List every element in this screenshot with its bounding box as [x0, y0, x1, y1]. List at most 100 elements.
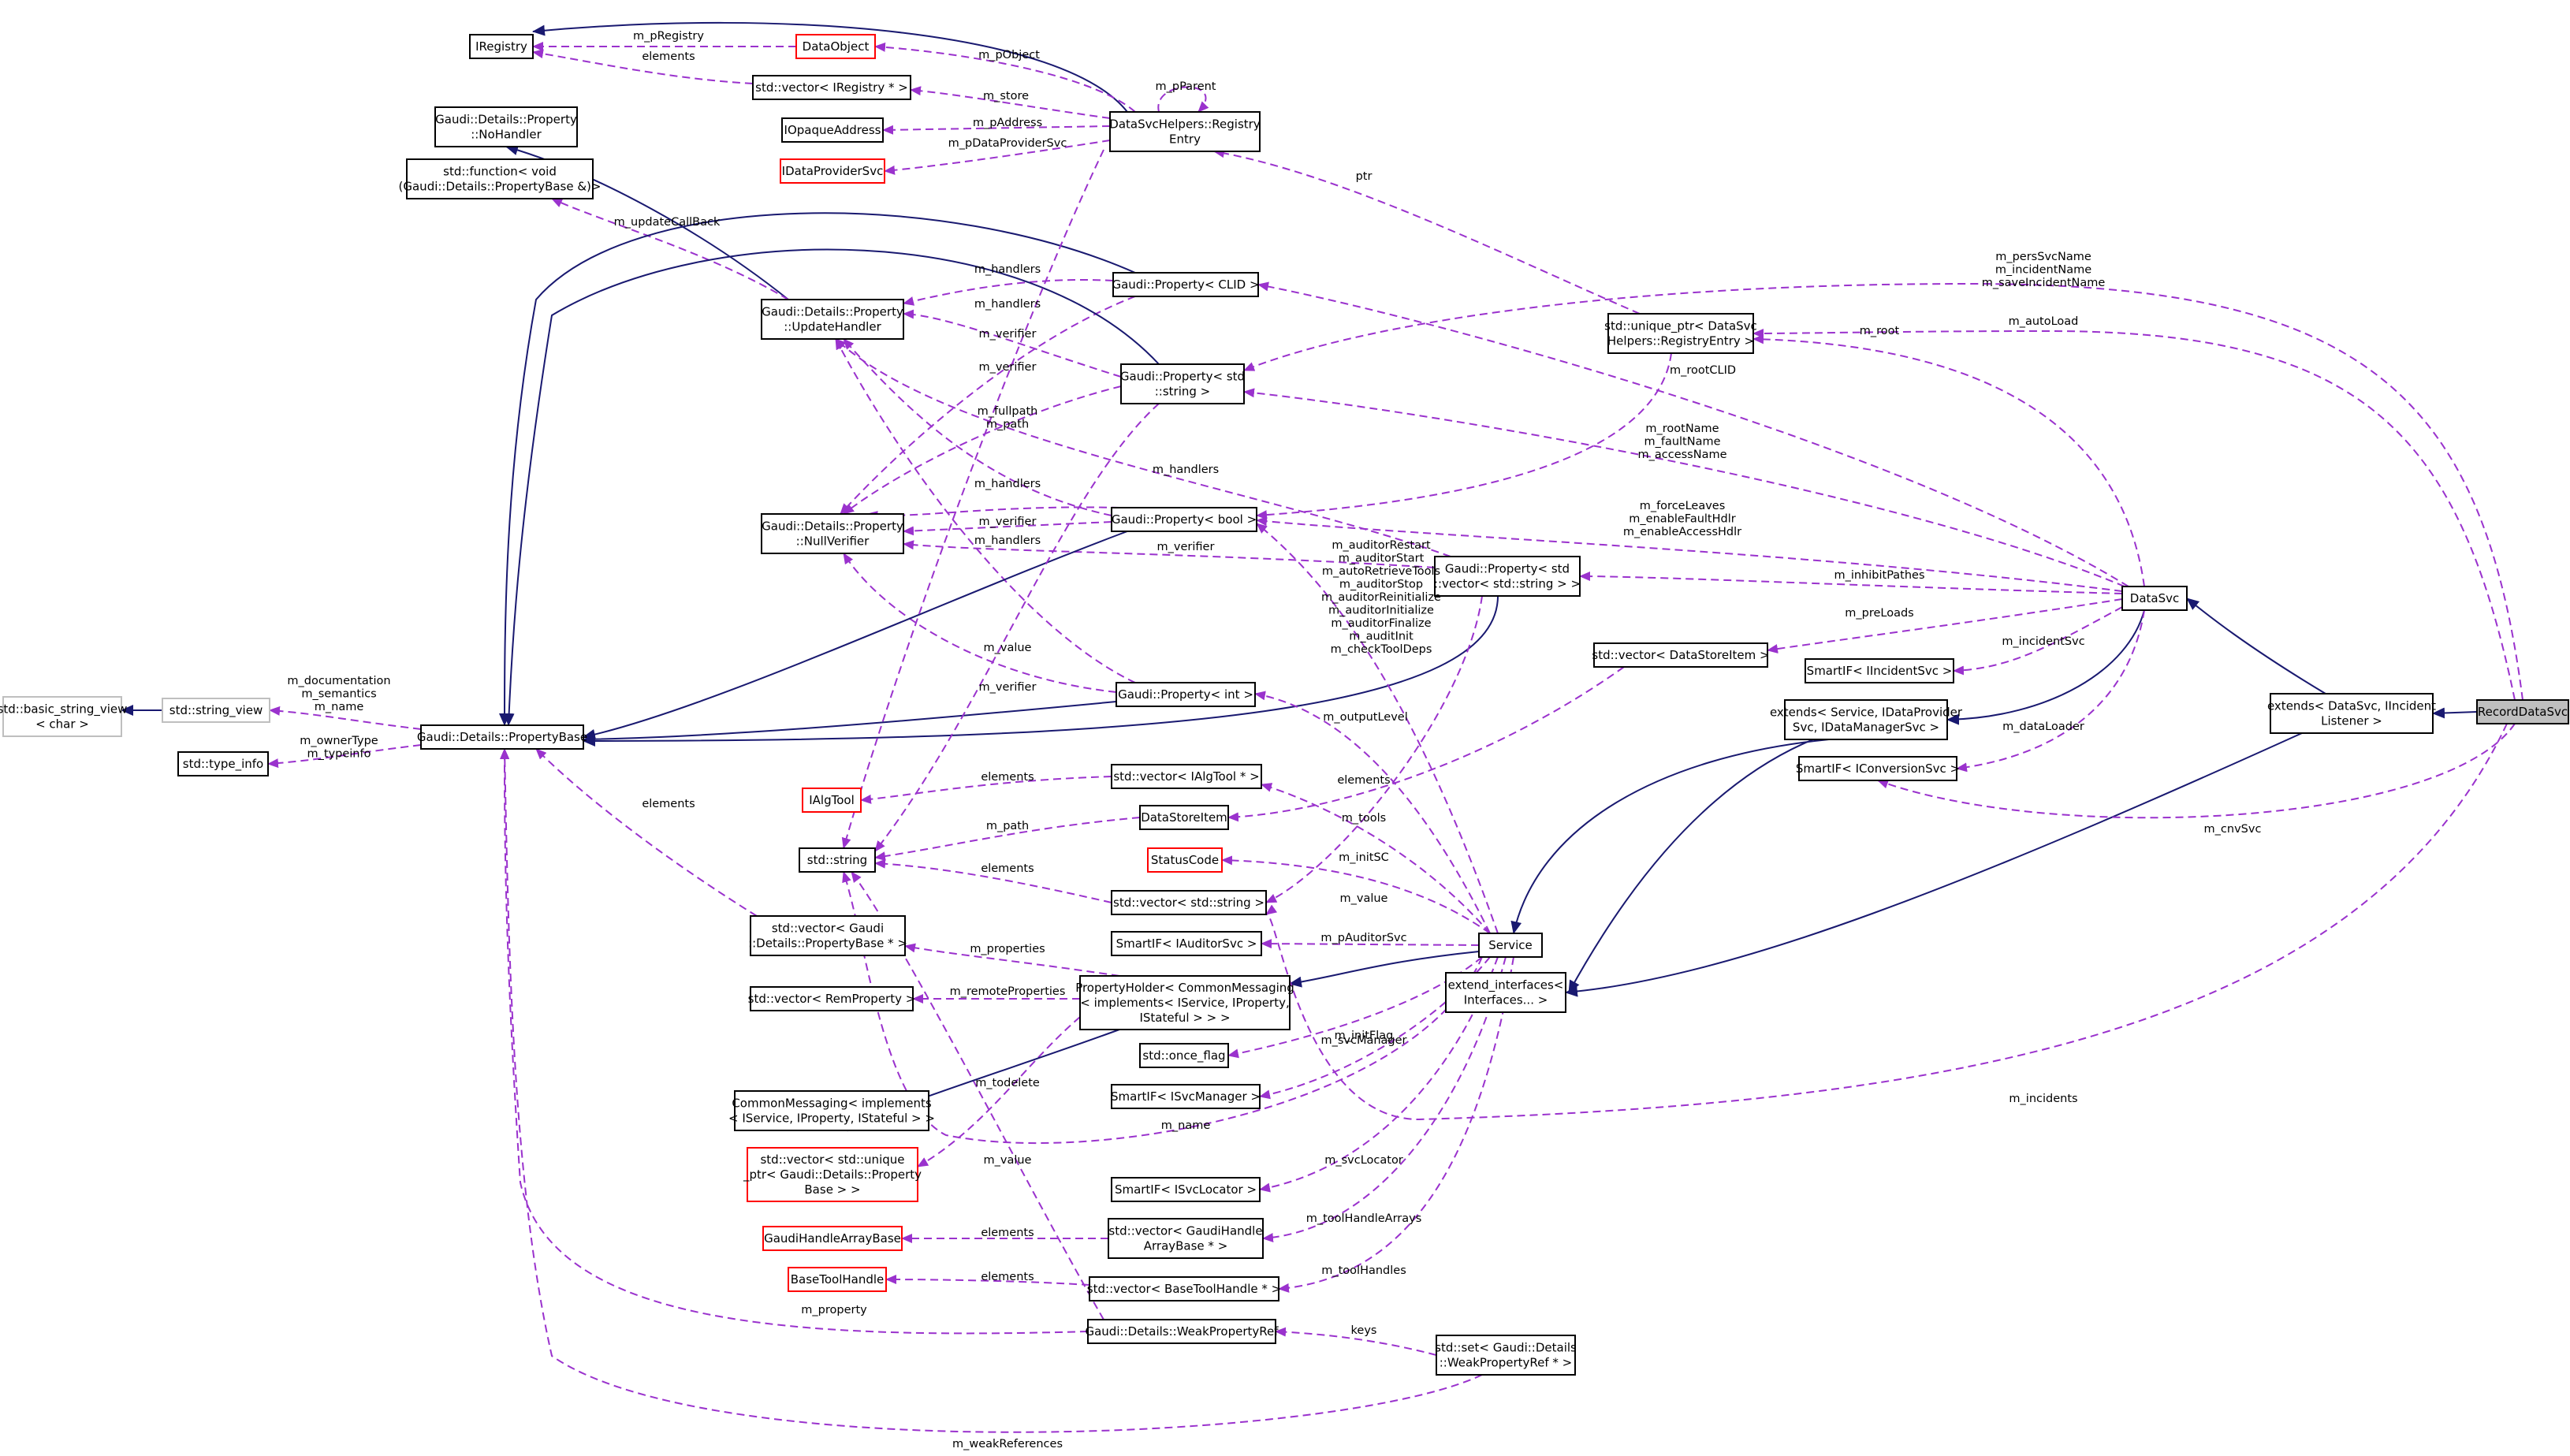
edge-label-paddress: m_pAddress [973, 117, 1042, 129]
class-node-function[interactable]: std::function< void(Gaudi::Details::Prop… [399, 158, 602, 199]
class-node-service[interactable]: Service [1478, 933, 1543, 958]
class-node-vec-gaudihandle[interactable]: std::vector< GaudiHandleArrayBase * > [1108, 1218, 1264, 1259]
class-node-prop-int[interactable]: Gaudi::Property< int > [1116, 682, 1256, 707]
node-box [1593, 642, 1768, 668]
inheritance-edge-bool_propertybase [583, 531, 1128, 740]
usage-edge-initsc [1221, 855, 1491, 934]
class-node-vec-string[interactable]: std::vector< std::string > [1111, 890, 1267, 915]
edge-label-remoteproperties: m_remoteProperties [950, 985, 1066, 998]
edge-label-initflag: m_initFlag [1335, 1030, 1394, 1042]
class-node-nullverifier[interactable]: Gaudi::Details::Property::NullVerifier [761, 513, 904, 554]
edge-path [1767, 598, 2123, 654]
class-node-smart-conversion[interactable]: SmartIF< IConversionSvc > [1796, 756, 1960, 781]
class-node-extend-interfaces[interactable]: extend_interfaces<Interfaces... > [1445, 972, 1566, 1013]
edge-path [843, 553, 1117, 693]
class-node-basic-string-view[interactable]: std::basic_string_view< char > [0, 696, 127, 737]
node-label: DataObject [803, 39, 870, 54]
edge-label-root: m_root [1860, 325, 1900, 337]
edge-path [884, 140, 1111, 175]
class-node-vec-basetoolhandle[interactable]: std::vector< BaseToolHandle * > [1087, 1276, 1281, 1301]
edge-path [1227, 666, 1625, 822]
node-box [1784, 699, 1948, 740]
usage-edge-pparent [1157, 86, 1209, 113]
node-label: std::string_view [169, 703, 263, 718]
class-node-dataobject[interactable]: DataObject [795, 34, 876, 59]
usage-edge-initflag [1227, 956, 1483, 1059]
class-node-string-view[interactable]: std::string_view [162, 698, 270, 723]
edge-path [842, 871, 1483, 1145]
class-node-weakpropertyref[interactable]: Gaudi::Details::WeakPropertyRef [1085, 1319, 1279, 1344]
node-label: std::vector< DataStoreItem > [1592, 648, 1769, 662]
class-node-propertybase[interactable]: Gaudi::Details::PropertyBase [417, 724, 587, 750]
class-node-prop-string[interactable]: Gaudi::Property< std::string > [1120, 363, 1245, 404]
edge-path [1275, 1327, 1437, 1356]
class-node-smart-svclocator[interactable]: SmartIF< ISvcLocator > [1111, 1177, 1261, 1202]
class-node-extends-service[interactable]: extends< Service, IDataProviderSvc, IDat… [1770, 699, 1963, 740]
node-label: IOpaqueAddress [784, 123, 881, 137]
node-box [788, 1267, 887, 1292]
class-node-set-weakref[interactable]: std::set< Gaudi::Details::WeakPropertyRe… [1435, 1335, 1577, 1376]
class-node-propertyholder[interactable]: PropertyHolder< CommonMessaging< impleme… [1075, 975, 1294, 1030]
class-node-prop-clid[interactable]: Gaudi::Property< CLID > [1112, 272, 1260, 297]
usage-edge-elements_propbase [535, 748, 758, 917]
class-node-basetoolhandle[interactable]: BaseToolHandle [788, 1267, 887, 1292]
usage-edge-svcmanager [1259, 956, 1491, 1100]
class-node-idataprovider[interactable]: IDataProviderSvc [780, 158, 885, 184]
class-node-smart-incident[interactable]: SmartIF< IIncidentSvc > [1805, 658, 1954, 683]
usage-edge-elements_ialgtool [860, 776, 1112, 804]
class-node-datasvc[interactable]: DataSvc [2121, 586, 2188, 611]
class-node-iregistry[interactable]: IRegistry [469, 34, 534, 59]
class-node-gaudihandlearraybase[interactable]: GaudiHandleArrayBase [762, 1226, 903, 1251]
inheritance-edge-int_propertybase [583, 701, 1117, 745]
class-node-smart-auditor[interactable]: SmartIF< IAuditorSvc > [1111, 931, 1262, 956]
class-node-vec-iregistry[interactable]: std::vector< IRegistry * > [752, 75, 911, 100]
edge-label-perssvcname: m_persSvcName [1995, 251, 2091, 263]
node-label: std::vector< GaudiHandle [1108, 1223, 1262, 1238]
class-node-once-flag[interactable]: std::once_flag [1139, 1043, 1229, 1068]
class-node-datastoreitem[interactable]: DataStoreItem [1139, 805, 1229, 830]
node-label: CommonMessaging< implements [732, 1096, 932, 1110]
edge-label-pobject: m_pObject [978, 49, 1040, 61]
class-node-unique-ptr[interactable]: std::unique_ptr< DataSvcHelpers::Registr… [1604, 313, 1757, 354]
usage-edge-handlers_string [903, 309, 1122, 378]
usage-edge-elements_string [874, 858, 1112, 903]
class-node-prop-bool[interactable]: Gaudi::Property< bool > [1111, 507, 1257, 532]
class-node-recorddatasvc[interactable]: RecordDataSvc [2476, 699, 2569, 724]
class-node-commonmessaging[interactable]: CommonMessaging< implements< IService, I… [728, 1090, 935, 1131]
class-node-string[interactable]: std::string [799, 847, 876, 873]
class-node-prop-vecstring[interactable]: Gaudi::Property< std::vector< std::strin… [1434, 556, 1581, 597]
node-box [2121, 586, 2188, 611]
class-node-iopaque[interactable]: IOpaqueAddress [781, 117, 884, 143]
edge-label-ptr: ptr [1356, 170, 1373, 183]
edge-label-ownertype: m_ownerType [300, 735, 378, 747]
node-label: StatusCode [1151, 853, 1219, 867]
node-label: Gaudi::Details::WeakPropertyRef [1085, 1324, 1279, 1339]
class-node-smart-svcmanager[interactable]: SmartIF< ISvcManager > [1111, 1084, 1261, 1109]
usage-edge-outputlevel [1254, 691, 1491, 934]
node-box [1111, 764, 1262, 789]
node-label: _ptr< Gaudi::Details::Property [743, 1167, 922, 1182]
edge-label-store: m_store [983, 90, 1029, 102]
class-node-ialgtool[interactable]: IAlgTool [802, 788, 862, 813]
class-node-vec-propbase[interactable]: std::vector< Gaudi::Details::PropertyBas… [748, 915, 907, 956]
edge-path [1289, 951, 1480, 988]
class-node-updatehandler[interactable]: Gaudi::Details::Property::UpdateHandler [761, 299, 904, 340]
class-node-vec-uniqueptr[interactable]: std::vector< std::unique_ptr< Gaudi::Det… [743, 1147, 922, 1202]
class-node-registryentry[interactable]: DataSvcHelpers::RegistryEntry [1109, 111, 1261, 152]
class-node-nohandler[interactable]: Gaudi::Details::Property::NoHandler [434, 106, 578, 147]
class-node-vec-ialgtool[interactable]: std::vector< IAlgTool * > [1111, 764, 1262, 789]
node-label: std::basic_string_view [0, 702, 127, 717]
usage-edge-todelete [917, 1016, 1081, 1167]
class-node-vec-datastoreitem[interactable]: std::vector< DataStoreItem > [1592, 642, 1770, 668]
usage-edge-rootname [1243, 388, 2125, 587]
class-node-type-info[interactable]: std::type_info [177, 751, 269, 776]
class-node-statuscode[interactable]: StatusCode [1147, 847, 1223, 873]
inheritance-edge-service_holder [1289, 951, 1480, 988]
edge-path [1261, 939, 1480, 949]
usage-edge-paddress [882, 125, 1111, 135]
edge-path [851, 871, 1104, 1320]
usage-edge-dataloader [1956, 609, 2145, 773]
edge-path [1243, 388, 2125, 587]
class-node-vec-remprop[interactable]: std::vector< RemProperty > [748, 986, 916, 1011]
